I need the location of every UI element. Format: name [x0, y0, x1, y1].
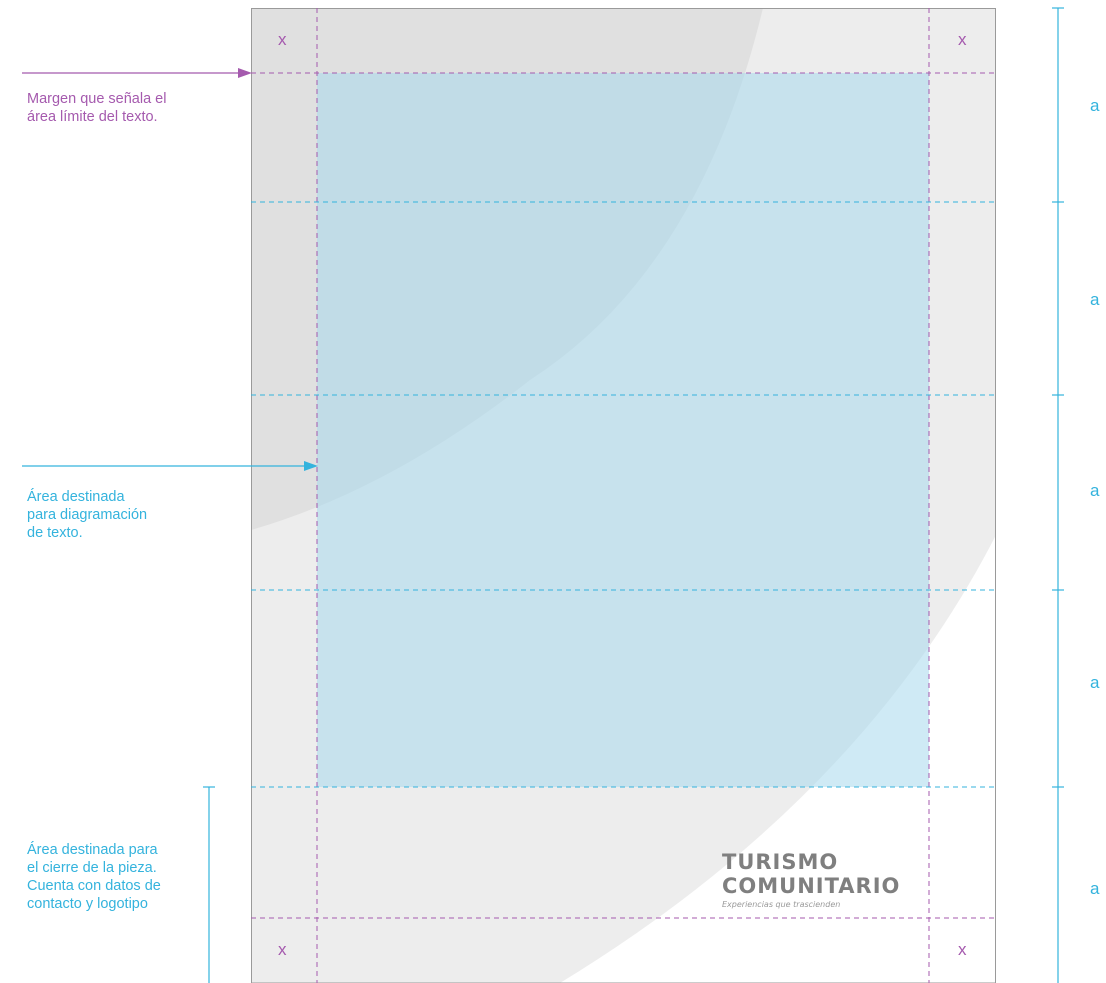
module-label-4: a [1090, 673, 1100, 692]
text-area-note-line: para diagramación [27, 507, 148, 523]
corner-mark-bottom-right: x [958, 940, 967, 959]
margin-note-line: área límite del texto. [27, 109, 158, 125]
closing-note-line: el cierre de la pieza. [27, 860, 157, 876]
text-area [317, 73, 929, 787]
logo-line-2: COMUNITARIO [722, 874, 901, 898]
module-scale [1052, 7, 1064, 983]
logo: TURISMO COMUNITARIO Experiencias que tra… [722, 850, 932, 909]
margin-arrow [22, 68, 252, 78]
logo-tagline: Experiencias que trascienden [722, 900, 841, 909]
closing-note-line: Área destinada para [27, 842, 158, 858]
closing-area-bracket [203, 786, 215, 983]
page-border [251, 8, 996, 983]
closing-area-note: Área destinada para el cierre de la piez… [27, 841, 161, 913]
margin-note: Margen que señala el área límite del tex… [27, 90, 166, 126]
module-label-3: a [1090, 481, 1100, 500]
module-label-5: a [1090, 879, 1100, 898]
text-area-note: Área destinada para diagramación de text… [27, 488, 147, 542]
corner-mark-bottom-left: x [278, 940, 287, 959]
margin-guides [251, 8, 996, 983]
corner-mark-top-right: x [958, 30, 967, 49]
margin-note-line: Margen que señala el [27, 91, 167, 107]
module-guides [251, 201, 996, 788]
closing-note-line: contacto y logotipo [27, 896, 148, 912]
corner-mark-top-left: x [278, 30, 287, 49]
text-area-arrow [22, 461, 318, 471]
module-label-1: a [1090, 96, 1100, 115]
closing-note-line: Cuenta con datos de [27, 878, 161, 894]
text-area-note-line: Área destinada [27, 489, 125, 505]
text-area-note-line: de texto. [27, 525, 83, 541]
module-label-2: a [1090, 290, 1100, 309]
logo-line-1: TURISMO [722, 850, 839, 874]
